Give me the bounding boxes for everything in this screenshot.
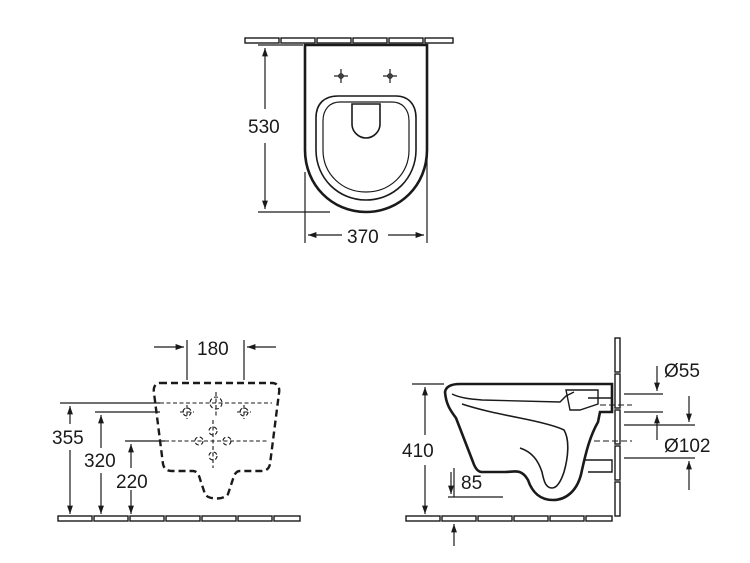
fix-height-320-label: 320: [84, 451, 116, 472]
outlet-centre-lines: [594, 404, 632, 442]
bowl-rim-top: [315, 95, 417, 201]
seat-fixing-crosses: [334, 69, 397, 83]
lower-fixing-holes: [165, 420, 267, 468]
floor-strip-side: [405, 515, 613, 522]
drain-opening-top: [351, 103, 381, 139]
top-view: [244, 37, 454, 243]
inlet-diameter-label: Ø55: [664, 361, 700, 382]
inlet-diameter-dimension: [624, 366, 663, 440]
bowl-rim-inner: [451, 391, 575, 403]
side-height-label: 410: [402, 441, 434, 462]
upper-fixing-holes: [160, 392, 272, 419]
side-offset-dimension: [448, 468, 503, 546]
outlet-diameter-label: Ø102: [664, 436, 710, 457]
dashed-bowl-outline-front: [152, 381, 281, 500]
top-height-label: 530: [248, 117, 280, 138]
top-width-dimension: [304, 45, 428, 243]
top-height-dimension: [258, 44, 330, 213]
bowl-profile-outer: [443, 382, 614, 502]
front-view: [57, 340, 301, 522]
hole-spacing-dimension: [154, 340, 276, 380]
bowl-interior-line: [461, 403, 569, 489]
bowl-inner-top: [322, 101, 410, 193]
fix-height-220-label: 220: [116, 472, 148, 493]
top-width-label: 370: [347, 227, 379, 248]
bowl-outline-top: [303, 43, 429, 214]
side-height-dimension: [412, 383, 444, 514]
wall-strip-top: [244, 37, 454, 44]
fixing-height-dimensions: [60, 402, 165, 514]
floor-strip-front: [57, 515, 301, 522]
side-offset-label: 85: [461, 473, 482, 494]
outlet-diameter-dimension: [624, 396, 695, 490]
fix-height-355-label: 355: [52, 428, 84, 449]
back-mount-detail: [565, 389, 599, 411]
outlet-spigot: [584, 459, 613, 473]
hole-spacing-label: 180: [197, 339, 229, 360]
side-view: [405, 337, 695, 546]
wall-strip-side: [614, 337, 621, 517]
